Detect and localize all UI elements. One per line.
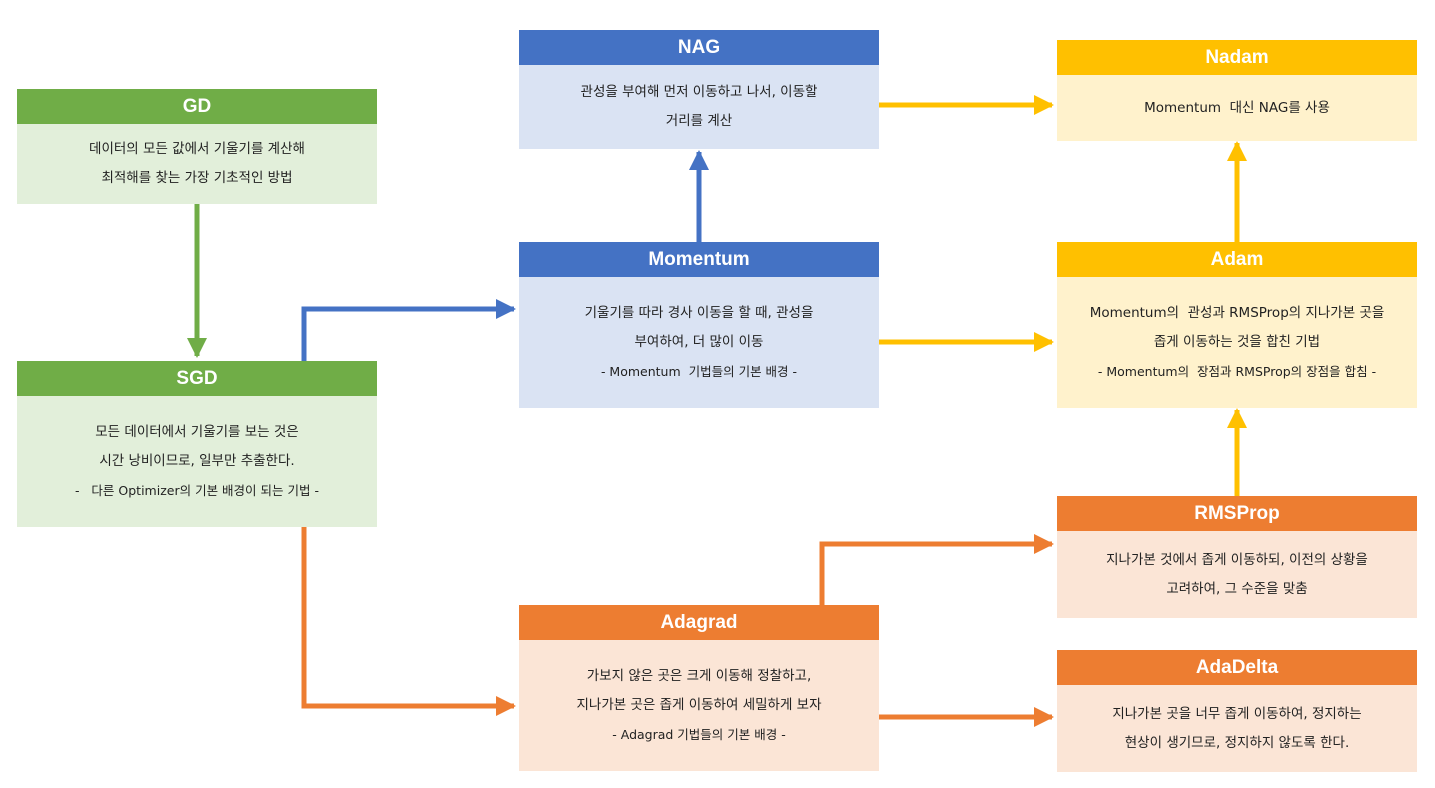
nag-node: NAG 관성을 부여해 먼저 이동하고 나서, 이동할 거리를 계산: [519, 30, 879, 149]
nadam-node: Nadam Momentum 대신 NAG를 사용: [1057, 40, 1417, 141]
momentum-title: Momentum: [519, 242, 879, 277]
adadelta-title: AdaDelta: [1057, 650, 1417, 685]
nadam-line-1: Momentum 대신 NAG를 사용: [1144, 99, 1330, 116]
arrow-sgd-to-momentum: [301, 299, 516, 361]
gd-line-2: 최적해를 찾는 가장 기초적인 방법: [101, 170, 293, 186]
sgd-node: SGD 모든 데이터에서 기울기를 보는 것은 시간 낭비이므로, 일부만 추출…: [17, 361, 377, 527]
adadelta-description: 지나가본 곳을 너무 좁게 이동하여, 정지하는 현상이 생기므로, 정지하지 …: [1057, 685, 1417, 772]
gd-title: GD: [17, 89, 377, 124]
nag-description: 관성을 부여해 먼저 이동하고 나서, 이동할 거리를 계산: [519, 65, 879, 149]
adagrad-node: Adagrad 가보지 않은 곳은 크게 이동해 정찰하고, 지나가본 곳은 좁…: [519, 605, 879, 771]
adam-line-2: 좁게 이동하는 것을 합친 기법: [1153, 334, 1321, 350]
nadam-title: Nadam: [1057, 40, 1417, 75]
adagrad-note: - Adagrad 기법들의 기본 배경 -: [612, 727, 786, 742]
sgd-line-1: 모든 데이터에서 기울기를 보는 것은: [95, 424, 299, 440]
adagrad-line-1: 가보지 않은 곳은 크게 이동해 정찰하고,: [586, 668, 812, 684]
rmsprop-node: RMSProp 지나가본 것에서 좁게 이동하되, 이전의 상황을 고려하여, …: [1057, 496, 1417, 618]
adam-title: Adam: [1057, 242, 1417, 277]
adam-note: - Momentum의 장점과 RMSProp의 장점을 합침 -: [1097, 364, 1377, 379]
adadelta-line-1: 지나가본 곳을 너무 좁게 이동하여, 정지하는: [1112, 705, 1362, 722]
arrow-adagrad-to-rmsprop: [819, 534, 1054, 605]
adagrad-description: 가보지 않은 곳은 크게 이동해 정찰하고, 지나가본 곳은 좁게 이동하여 세…: [519, 640, 879, 771]
momentum-description: 기울기를 따라 경사 이동을 할 때, 관성을 부여하여, 더 많이 이동 - …: [519, 277, 879, 408]
adadelta-node: AdaDelta 지나가본 곳을 너무 좁게 이동하여, 정지하는 현상이 생기…: [1057, 650, 1417, 772]
nag-title: NAG: [519, 30, 879, 65]
rmsprop-line-2: 고려하여, 그 수준을 맞춤: [1166, 580, 1308, 597]
gd-node: GD 데이터의 모든 값에서 기울기를 계산해 최적해를 찾는 가장 기초적인 …: [17, 89, 377, 204]
adam-description: Momentum의 관성과 RMSProp의 지나가본 곳을 좁게 이동하는 것…: [1057, 277, 1417, 408]
adagrad-line-2: 지나가본 곳은 좁게 이동하여 세밀하게 보자: [576, 697, 822, 713]
momentum-note: - Momentum 기법들의 기본 배경 -: [600, 364, 798, 379]
adam-node: Adam Momentum의 관성과 RMSProp의 지나가본 곳을 좁게 이…: [1057, 242, 1417, 408]
rmsprop-description: 지나가본 것에서 좁게 이동하되, 이전의 상황을 고려하여, 그 수준을 맞춤: [1057, 531, 1417, 618]
momentum-line-1: 기울기를 따라 경사 이동을 할 때, 관성을: [584, 305, 814, 321]
adagrad-title: Adagrad: [519, 605, 879, 640]
adadelta-line-2: 현상이 생기므로, 정지하지 않도록 한다.: [1124, 734, 1350, 751]
gd-description: 데이터의 모든 값에서 기울기를 계산해 최적해를 찾는 가장 기초적인 방법: [17, 124, 377, 204]
adam-line-1: Momentum의 관성과 RMSProp의 지나가본 곳을: [1089, 305, 1385, 321]
rmsprop-line-1: 지나가본 것에서 좁게 이동하되, 이전의 상황을: [1106, 551, 1368, 568]
nadam-description: Momentum 대신 NAG를 사용: [1057, 75, 1417, 141]
sgd-title: SGD: [17, 361, 377, 396]
gd-line-1: 데이터의 모든 값에서 기울기를 계산해: [89, 141, 305, 157]
sgd-note: - 다른 Optimizer의 기본 배경이 되는 기법 -: [75, 483, 319, 498]
rmsprop-title: RMSProp: [1057, 496, 1417, 531]
arrow-sgd-to-adagrad: [301, 526, 516, 716]
momentum-node: Momentum 기울기를 따라 경사 이동을 할 때, 관성을 부여하여, 더…: [519, 242, 879, 408]
sgd-line-2: 시간 낭비이므로, 일부만 추출한다.: [99, 453, 295, 469]
sgd-description: 모든 데이터에서 기울기를 보는 것은 시간 낭비이므로, 일부만 추출한다. …: [17, 396, 377, 527]
momentum-line-2: 부여하여, 더 많이 이동: [634, 334, 764, 350]
nag-line-2: 거리를 계산: [665, 113, 733, 129]
nag-line-1: 관성을 부여해 먼저 이동하고 나서, 이동할: [580, 84, 818, 100]
